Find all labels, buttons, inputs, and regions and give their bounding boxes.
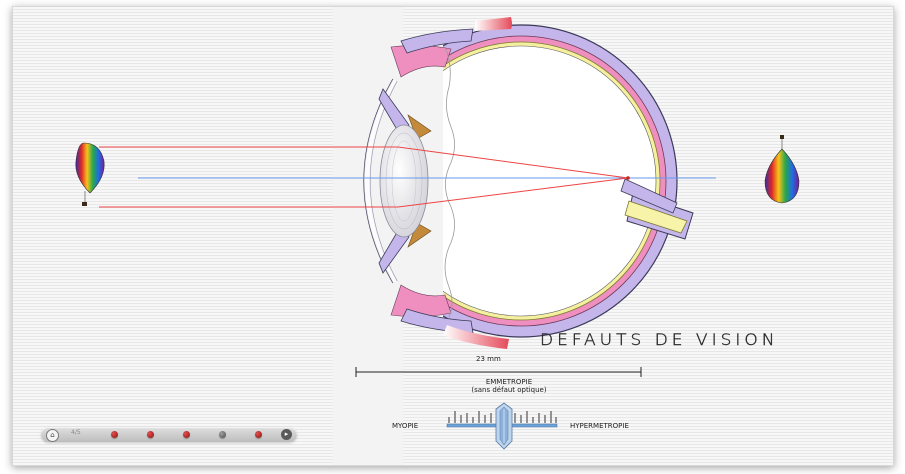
- app-frame: DEFAUTS DE VISION 23 mm EMMETROPIE (sans…: [12, 6, 894, 466]
- slider-left-label: MYOPIE: [392, 422, 419, 430]
- axial-length-ruler: [355, 367, 642, 377]
- home-icon[interactable]: ⌂: [46, 429, 59, 442]
- eye-diagram: [75, 7, 800, 465]
- slider-right-label: HYPERMETROPIE: [570, 422, 629, 430]
- animation-stage: DEFAUTS DE VISION 23 mm EMMETROPIE (sans…: [13, 7, 893, 465]
- slider-thumb[interactable]: [495, 402, 513, 450]
- crystalline-lens: [379, 124, 429, 238]
- navigation-bar: ⌂ 4/5 ▸: [41, 427, 297, 442]
- page-title: DEFAUTS DE VISION: [540, 330, 779, 350]
- nav-dot-2[interactable]: [147, 431, 154, 438]
- nav-dot-4-current[interactable]: [219, 431, 226, 438]
- arrow-right-icon[interactable]: ▸: [281, 429, 292, 440]
- nav-dot-1[interactable]: [111, 431, 118, 438]
- light-rays: [99, 146, 630, 208]
- nav-dot-5[interactable]: [255, 431, 262, 438]
- object-balloon-icon: [75, 142, 105, 206]
- focal-point: [626, 176, 630, 180]
- upper-eyelid-cap: [475, 17, 512, 31]
- image-balloon-icon: [764, 135, 800, 204]
- nav-dot-3[interactable]: [183, 431, 190, 438]
- vitreous-outline: [444, 46, 455, 318]
- iris: [378, 88, 432, 274]
- slider-ticks: [448, 411, 557, 423]
- slider-current-label: EMMETROPIE (sans défaut optique): [471, 378, 547, 394]
- lower-eyelid-cap: [443, 325, 509, 349]
- optic-nerve: [620, 178, 694, 240]
- page-indicator: 4/5: [71, 429, 81, 436]
- axial-length-label: 23 mm: [476, 355, 501, 363]
- vision-slider[interactable]: [446, 402, 558, 450]
